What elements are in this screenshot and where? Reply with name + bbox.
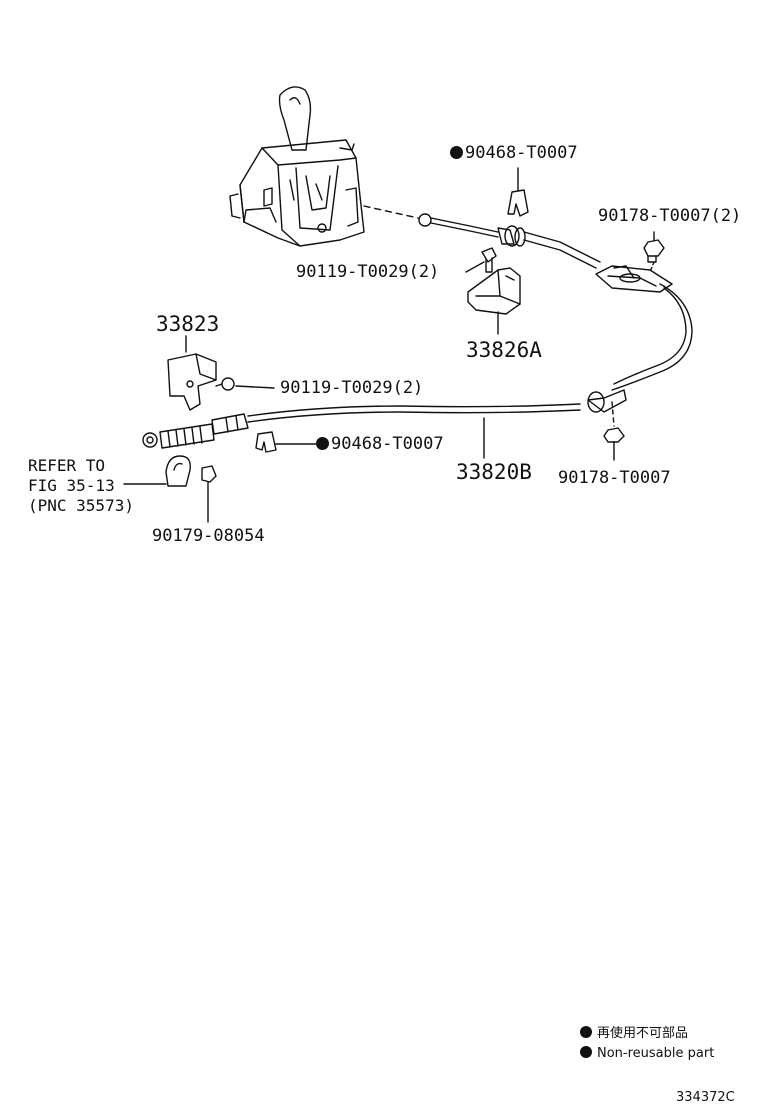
reference-note: REFER TO FIG 35-13 (PNC 35573) bbox=[28, 456, 134, 516]
leader-90119-top bbox=[465, 261, 485, 273]
part-label-90178-bot: 90178-T0007 bbox=[558, 468, 671, 488]
legend-english: Non-reusable part bbox=[580, 1046, 714, 1060]
nut-top-right bbox=[643, 239, 665, 263]
shift-cable-lower bbox=[142, 389, 627, 449]
bracket-33823 bbox=[167, 353, 217, 411]
part-label-90468-top: 90468-T0007 bbox=[450, 145, 578, 162]
leader-dash-lever bbox=[363, 205, 419, 219]
retainer-33826A bbox=[467, 267, 521, 315]
part-label-90179: 90179-08054 bbox=[152, 526, 265, 546]
part-label-33826A: 33826A bbox=[466, 338, 542, 362]
upper-cable-bracket bbox=[595, 265, 673, 293]
legend-japanese: 再使用不可部品 bbox=[580, 1026, 688, 1040]
part-label-90119-mid: 90119-T0029(2) bbox=[280, 378, 424, 398]
clip-mid bbox=[255, 431, 277, 453]
reference-note-line2: FIG 35-13 bbox=[28, 476, 115, 495]
nut-90179 bbox=[201, 465, 217, 483]
reference-note-line3: (PNC 35573) bbox=[28, 496, 134, 515]
bolt-mid bbox=[215, 377, 235, 391]
reference-note-line1: REFER TO bbox=[28, 456, 106, 475]
nut-lower-right bbox=[603, 427, 625, 443]
part-label-33823: 33823 bbox=[156, 312, 220, 336]
non-reusable-marker-icon bbox=[316, 437, 329, 450]
part-label-90178-top: 90178-T0007(2) bbox=[598, 206, 742, 226]
part-label-90119-top: 90119-T0029(2) bbox=[296, 262, 440, 282]
shift-lever-assembly bbox=[229, 86, 365, 247]
non-reusable-marker-icon bbox=[580, 1026, 592, 1038]
part-label-90468-mid: 90468-T0007 bbox=[316, 436, 444, 453]
shift-cable-upper bbox=[418, 213, 693, 391]
clamp bbox=[165, 455, 191, 487]
leader-90119-mid bbox=[235, 385, 275, 389]
bolt-top bbox=[481, 247, 497, 273]
part-label-33820B: 33820B bbox=[456, 460, 532, 484]
figure-id: 334372C bbox=[676, 1090, 735, 1105]
clip-top bbox=[507, 189, 529, 217]
non-reusable-marker-icon bbox=[450, 146, 463, 159]
non-reusable-marker-icon bbox=[580, 1046, 592, 1058]
